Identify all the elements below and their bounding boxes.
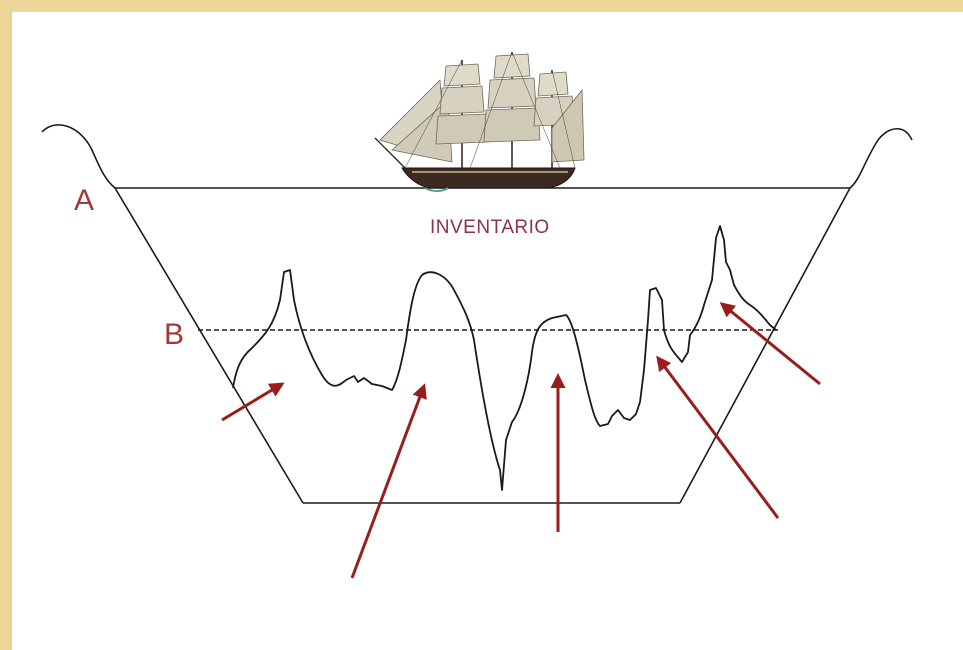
arrow-4 bbox=[656, 355, 780, 519]
inventario-label: INVENTARIO bbox=[430, 217, 550, 238]
left-bank-line bbox=[41, 124, 304, 504]
sailing-ship-icon bbox=[374, 51, 585, 192]
label-b: B bbox=[164, 318, 185, 351]
arrow-1 bbox=[221, 382, 285, 422]
right-bank-line bbox=[679, 127, 913, 504]
arrow-5 bbox=[719, 302, 821, 386]
rocks-profile bbox=[232, 225, 777, 491]
label-a: A bbox=[74, 184, 95, 217]
arrow-2 bbox=[350, 383, 427, 579]
